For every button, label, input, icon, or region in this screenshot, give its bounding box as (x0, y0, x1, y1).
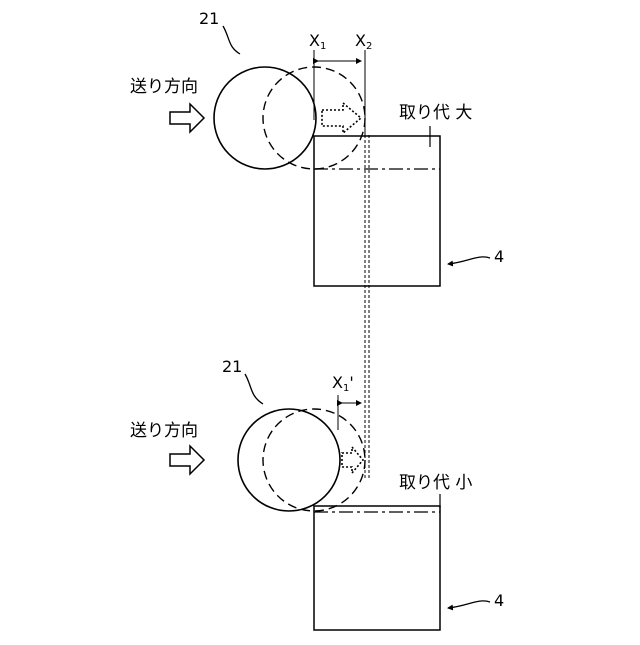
top-x2-label: X2 (355, 31, 372, 52)
top-feed-direction-label: 送り方向 (130, 77, 198, 97)
top-movement-arrow-icon (322, 103, 361, 133)
top-workpiece (314, 136, 440, 286)
top-ref-roller-leader (223, 26, 240, 54)
top-allowance-label: 取り代 大 (399, 103, 472, 123)
top-ref-roller: 21 (199, 9, 219, 28)
top-diagram: 21 送り方向 X1 X2 取り代 大 4 (130, 9, 504, 286)
top-ref-workpiece: 4 (494, 247, 504, 266)
top-ref-workpiece-leader (448, 257, 490, 264)
bottom-x1p-label: X1' (332, 373, 354, 394)
bottom-roller-solid (238, 409, 340, 511)
bottom-ref-roller: 21 (222, 357, 242, 376)
bottom-workpiece (314, 506, 440, 630)
bottom-feed-arrow-icon (170, 446, 204, 474)
top-feed-arrow-icon (170, 104, 204, 132)
bottom-movement-arrow-icon (342, 447, 363, 473)
bottom-feed-direction-label: 送り方向 (130, 421, 198, 441)
bottom-diagram: 21 X1' 送り方向 取り代 小 4 (130, 357, 504, 630)
bottom-ref-workpiece: 4 (494, 591, 504, 610)
bottom-ref-workpiece-leader (448, 601, 490, 608)
top-x1-label: X1 (309, 31, 326, 52)
bottom-ref-roller-leader (245, 374, 263, 404)
top-roller-solid (214, 67, 316, 169)
bottom-allowance-label: 取り代 小 (399, 473, 472, 493)
